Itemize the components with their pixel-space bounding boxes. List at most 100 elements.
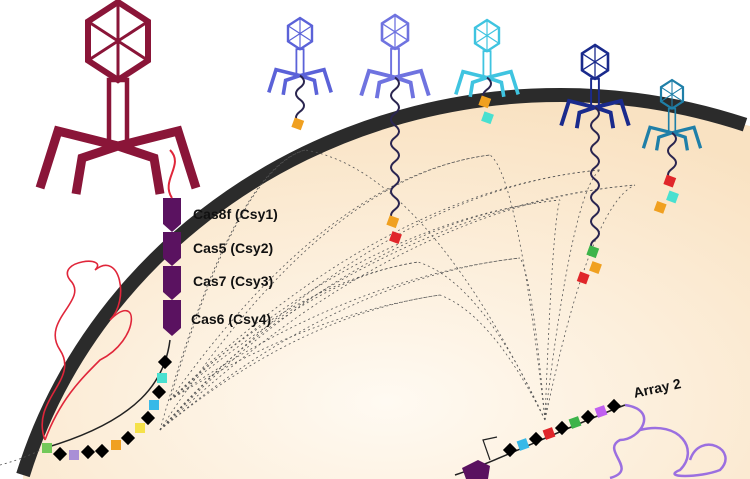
dashed-line xyxy=(489,154,546,421)
protospacer xyxy=(653,200,667,214)
spacer xyxy=(135,423,145,433)
phage-tail xyxy=(482,50,492,79)
protospacer xyxy=(389,231,402,244)
array2-genome xyxy=(609,403,727,479)
phage-tail xyxy=(295,48,305,77)
protospacer xyxy=(589,261,602,274)
spacer xyxy=(568,416,582,429)
dashed-line xyxy=(169,169,601,401)
phage-3 xyxy=(454,18,520,125)
phage-dna xyxy=(667,132,677,182)
protospacer xyxy=(386,215,400,229)
spacer xyxy=(140,410,156,426)
protospacer xyxy=(291,117,305,131)
protospacer xyxy=(666,190,679,204)
cas7-label: Cas7 (Csy3) xyxy=(193,273,274,289)
crispr-array-2 xyxy=(502,398,622,458)
spacer xyxy=(42,443,52,453)
phage-dna xyxy=(590,106,600,253)
phage-facets xyxy=(287,18,313,50)
cas-gene-1 xyxy=(163,232,181,266)
spacer xyxy=(157,373,167,383)
phage-2 xyxy=(359,13,431,244)
phage-5 xyxy=(641,78,703,214)
dashed-line xyxy=(159,169,601,431)
phage-facets xyxy=(87,2,149,80)
dashed-line xyxy=(159,294,441,431)
dashed-line xyxy=(159,257,521,431)
protospacer xyxy=(663,174,677,188)
promoter-arrow xyxy=(482,436,498,461)
protospacer xyxy=(576,271,590,285)
phage-tail xyxy=(106,77,130,149)
dashed-line xyxy=(159,199,561,431)
phage-dna xyxy=(295,74,305,125)
spacer xyxy=(69,450,79,460)
dashed-line xyxy=(159,184,636,431)
spacer xyxy=(120,430,136,446)
dashed-line xyxy=(159,149,306,431)
dashed-line xyxy=(439,294,546,421)
phage-legs xyxy=(559,98,631,129)
targeting-lines xyxy=(0,149,636,466)
cas-gene-0 xyxy=(163,198,181,232)
spacer xyxy=(542,427,556,440)
phage-dna xyxy=(390,76,400,223)
spacer xyxy=(580,409,596,425)
dashed-line xyxy=(169,257,521,401)
spacer xyxy=(554,420,570,436)
crispr-array-1 xyxy=(42,354,173,462)
cas-operon xyxy=(163,198,181,336)
large-phage xyxy=(35,0,201,195)
dashed-line xyxy=(169,294,441,401)
spacer xyxy=(528,431,544,447)
protospacer xyxy=(478,95,492,109)
dashed-line xyxy=(169,154,491,401)
injected-dna xyxy=(167,149,176,199)
host-genome xyxy=(41,260,133,441)
phage-4 xyxy=(559,43,631,285)
spacer xyxy=(151,384,167,400)
phage-facets xyxy=(660,80,684,109)
cell-membrane xyxy=(16,87,748,478)
array2-cas-gene xyxy=(462,460,490,479)
dashed-line xyxy=(519,257,546,421)
dashed-line xyxy=(169,149,306,401)
phage-legs xyxy=(267,67,333,96)
spacer xyxy=(52,446,68,462)
phage-facets xyxy=(381,15,409,49)
spacer xyxy=(80,444,96,460)
cas8f-label: Cas8f (Csy1) xyxy=(193,206,278,222)
phage-facets xyxy=(474,20,500,52)
spacer xyxy=(149,400,159,410)
dashed-line xyxy=(544,199,561,421)
protospacer xyxy=(481,111,494,125)
phage-legs xyxy=(454,69,520,98)
phage-facets xyxy=(581,45,609,79)
spacer xyxy=(502,442,518,458)
spacer xyxy=(94,443,110,459)
phages xyxy=(35,0,703,285)
protospacer xyxy=(586,245,600,259)
cas-gene-3 xyxy=(163,300,181,336)
dashed-line xyxy=(417,261,546,421)
spacer xyxy=(594,405,608,418)
spacer xyxy=(111,440,121,450)
dashed-line xyxy=(159,154,491,431)
dashed-line xyxy=(544,184,636,421)
phage-tail xyxy=(390,47,400,79)
cas6-label: Cas6 (Csy4) xyxy=(191,311,272,327)
bacterial-cell xyxy=(23,94,750,479)
phage-1 xyxy=(267,16,333,131)
spacer xyxy=(606,398,622,414)
dashed-line xyxy=(169,199,561,401)
phage-legs xyxy=(35,125,201,195)
spacer xyxy=(157,354,173,370)
cas5-label: Cas5 (Csy2) xyxy=(193,240,274,256)
cas-gene-2 xyxy=(163,266,181,300)
phage-legs xyxy=(641,125,703,151)
array1-backbone xyxy=(44,339,171,449)
phage-legs xyxy=(359,68,431,99)
